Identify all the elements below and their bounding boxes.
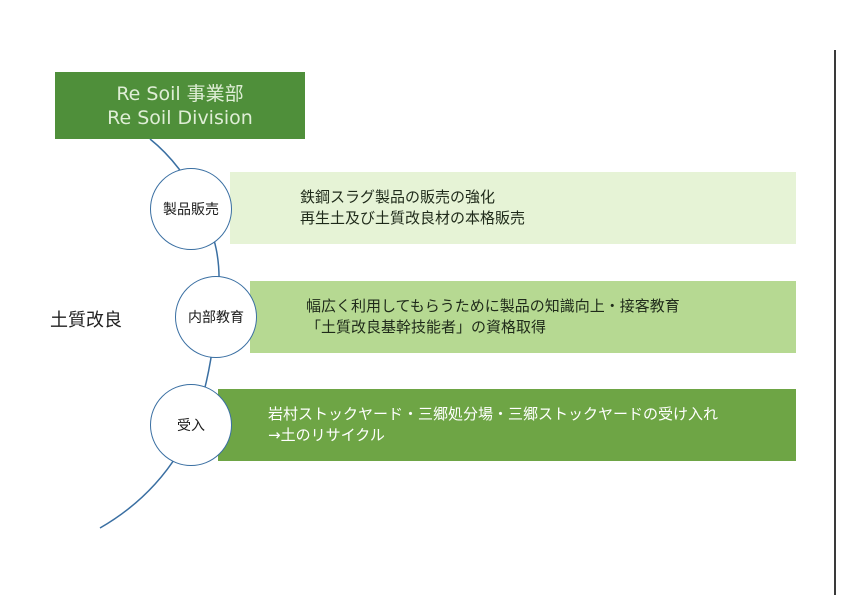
step-text-line: 「土質改良基幹技能者」の資格取得 xyxy=(306,318,547,336)
division-title-jp: Re Soil 事業部 xyxy=(116,82,244,105)
step-text-line: 岩村ストックヤード・三郷処分場・三郷ストックヤードの受け入れ xyxy=(268,405,719,423)
step-text-line: →土のリサイクル xyxy=(268,426,385,444)
step-text-line: 幅広く利用してもらうために製品の知識向上・接客教育 xyxy=(306,297,680,315)
step-text-line: 再生土及び土質改良材の本格販売 xyxy=(300,209,526,227)
division-title-box: Re Soil 事業部 Re Soil Division xyxy=(55,72,305,139)
step-band-sales: 鉄鋼スラグ製品の販売の強化 再生土及び土質改良材の本格販売 xyxy=(230,172,796,244)
step-band-training: 幅広く利用してもらうために製品の知識向上・接客教育 「土質改良基幹技能者」の資格… xyxy=(250,281,796,353)
division-title-en: Re Soil Division xyxy=(107,106,253,129)
step-text-line: 鉄鋼スラグ製品の販売の強化 xyxy=(300,188,496,206)
step-circle-intake: 受入 xyxy=(150,384,232,466)
step-circle-sales: 製品販売 xyxy=(150,168,232,250)
step-band-intake: 岩村ストックヤード・三郷処分場・三郷ストックヤードの受け入れ →土のリサイクル xyxy=(218,389,796,461)
page-edge-line xyxy=(834,50,836,595)
side-label: 土質改良 xyxy=(50,310,122,331)
step-circle-training: 内部教育 xyxy=(175,276,257,358)
